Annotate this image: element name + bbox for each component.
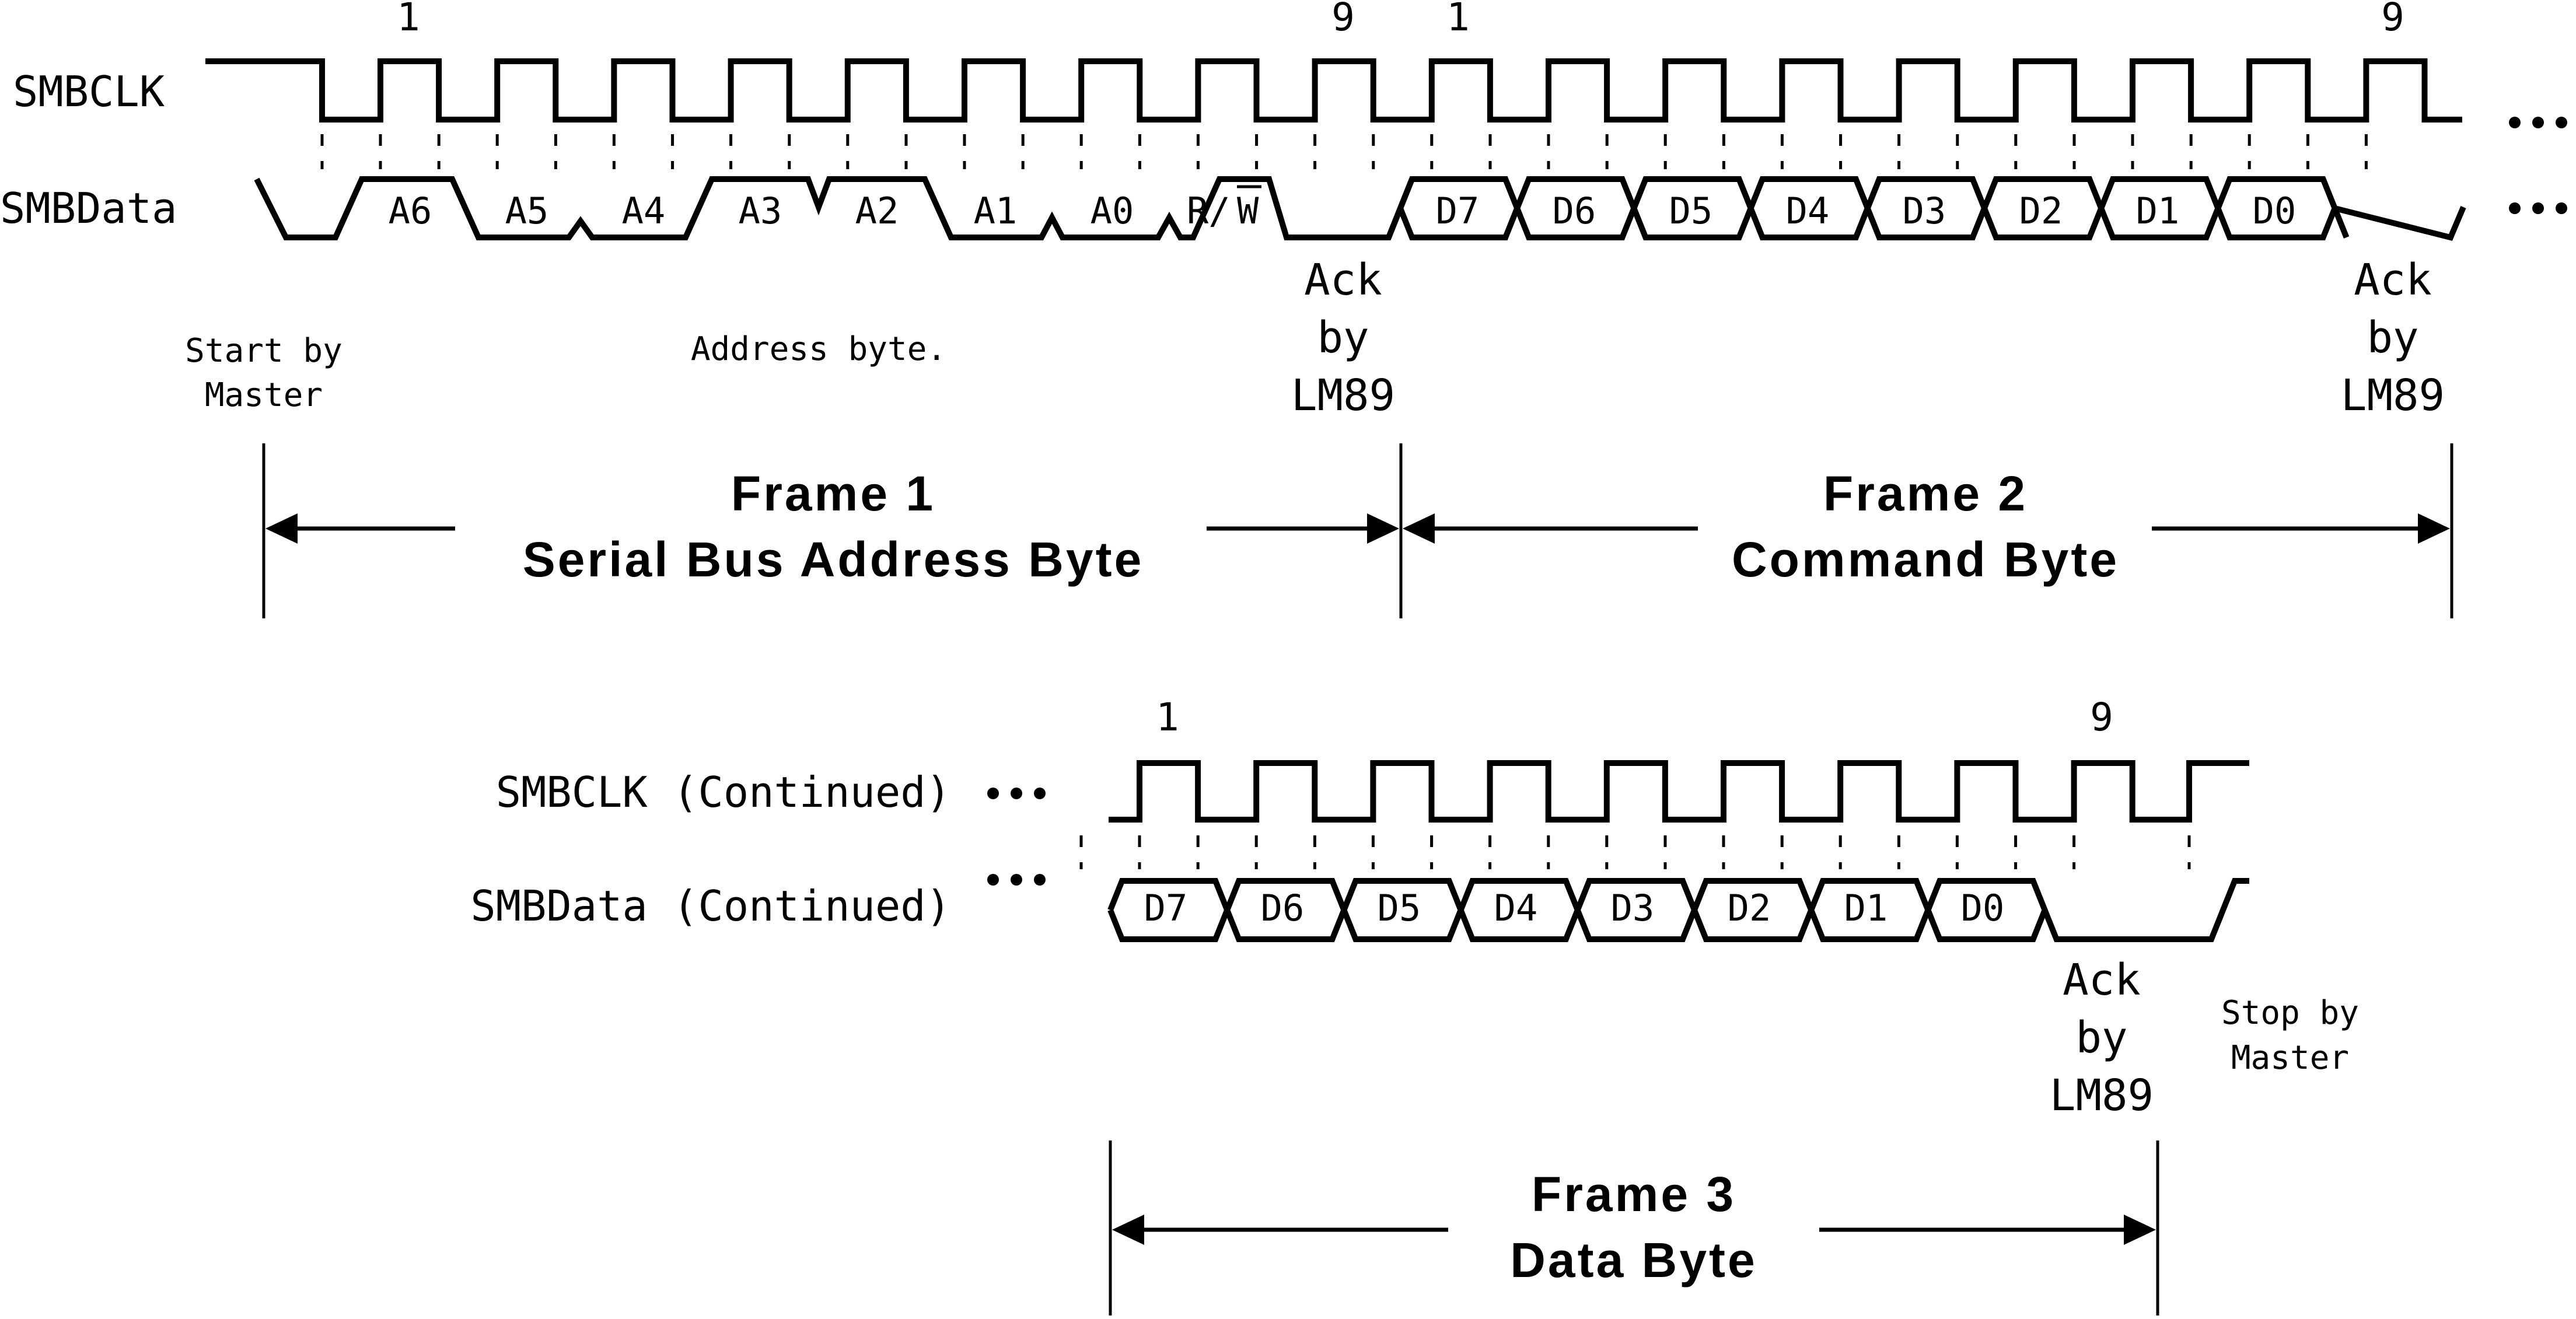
clock-number-1: 1 bbox=[1156, 695, 1179, 740]
data-bit-d3: D3 bbox=[1611, 887, 1655, 929]
data-bit-d0: D0 bbox=[1961, 887, 2005, 929]
frame-1-title: Frame 1 bbox=[731, 466, 935, 521]
smbclk-continued-waveform bbox=[1109, 760, 2249, 823]
ack-line-2: by bbox=[2075, 1013, 2127, 1063]
clock-number-1: 1 bbox=[397, 0, 420, 40]
data-bit-d6: D6 bbox=[1261, 887, 1305, 929]
frame-1-subtitle: Serial Bus Address Byte bbox=[523, 532, 1144, 587]
command-bit-d5: D5 bbox=[1669, 190, 1713, 232]
arrow-left-head bbox=[1403, 513, 1435, 544]
clock-number-9: 9 bbox=[2381, 0, 2404, 40]
frame-2-subtitle: Command Byte bbox=[1732, 532, 2119, 587]
address-bit-labels: A6 A5 A4 A3 A2 A1 A0 bbox=[389, 190, 1134, 232]
stop-line-2: Master bbox=[2231, 1039, 2349, 1077]
stop-line-1: Stop by bbox=[2221, 994, 2359, 1032]
continuation-ellipsis bbox=[987, 788, 1046, 799]
address-bit-a0: A0 bbox=[1090, 190, 1134, 232]
smbdata-continued-waveform bbox=[1107, 878, 2249, 942]
stop-annotation: Stop by Master bbox=[2221, 994, 2359, 1077]
frame-3-title: Frame 3 bbox=[1532, 1167, 1736, 1222]
command-bit-d4: D4 bbox=[1786, 190, 1830, 232]
rw-bit-r: R/ bbox=[1187, 190, 1231, 232]
clock-number-1: 1 bbox=[1446, 0, 1470, 40]
ack-line-2: by bbox=[1317, 313, 1369, 363]
frame-1-span-arrows bbox=[265, 513, 1399, 544]
rw-bit-w: W bbox=[1237, 190, 1259, 232]
address-bit-a3: A3 bbox=[739, 190, 782, 232]
data-bit-d2: D2 bbox=[1728, 887, 1771, 929]
address-bit-a2: A2 bbox=[855, 190, 899, 232]
frame-3-subtitle: Data Byte bbox=[1510, 1233, 1757, 1287]
rw-bit-label: R/ W bbox=[1187, 185, 1261, 232]
arrow-left-head bbox=[1112, 1215, 1144, 1245]
command-bit-d7: D7 bbox=[1436, 190, 1480, 232]
address-byte-annotation: Address byte. bbox=[691, 330, 946, 368]
start-line-2: Master bbox=[205, 376, 323, 414]
command-bit-labels: D7 D6 D5 D4 D3 D2 D1 D0 bbox=[1436, 190, 2297, 232]
arrow-right-head bbox=[1367, 513, 1399, 544]
data-bit-labels: D7 D6 D5 D4 D3 D2 D1 D0 bbox=[1144, 887, 2005, 929]
ack-line-2: by bbox=[2367, 313, 2418, 363]
ack-line-3: LM89 bbox=[2050, 1070, 2154, 1121]
arrow-right-head bbox=[2418, 513, 2450, 544]
continuation-ellipsis bbox=[2509, 117, 2567, 128]
continuation-ellipsis bbox=[2509, 202, 2567, 214]
smbdata-label: SMBData bbox=[0, 184, 177, 233]
address-bit-a1: A1 bbox=[974, 190, 1018, 232]
ack-line-1: Ack bbox=[2063, 955, 2141, 1005]
data-bit-d1: D1 bbox=[1844, 887, 1888, 929]
data-bit-d7: D7 bbox=[1144, 887, 1188, 929]
smbclk-waveform bbox=[205, 58, 2462, 123]
command-bit-d1: D1 bbox=[2136, 190, 2180, 232]
smbdata-waveform-lower bbox=[1386, 178, 2466, 241]
command-bit-d6: D6 bbox=[1553, 190, 1596, 232]
frame-2-title: Frame 2 bbox=[1823, 466, 2028, 521]
smbdata-waveform bbox=[254, 176, 2350, 240]
ack-annotation: Ack by LM89 bbox=[2050, 955, 2154, 1121]
data-bit-d5: D5 bbox=[1378, 887, 1421, 929]
command-bit-d0: D0 bbox=[2253, 190, 2297, 232]
clock-edge-markers bbox=[320, 134, 2368, 869]
start-annotation: Start by Master bbox=[185, 332, 342, 414]
ack-line-1: Ack bbox=[2354, 255, 2432, 305]
address-bit-a4: A4 bbox=[622, 190, 666, 232]
ack-line-3: LM89 bbox=[1291, 370, 1395, 421]
data-bit-d4: D4 bbox=[1494, 887, 1538, 929]
command-bit-d2: D2 bbox=[2019, 190, 2063, 232]
continuation-ellipsis bbox=[987, 874, 1046, 886]
arrow-left-head bbox=[265, 513, 298, 544]
ack-line-1: Ack bbox=[1304, 255, 1382, 305]
smbdata-continued-label: SMBData (Continued) bbox=[470, 881, 951, 930]
frame-3-span-arrows bbox=[1112, 1215, 2156, 1245]
ack-line-3: LM89 bbox=[2341, 370, 2445, 421]
smbclk-label: SMBCLK bbox=[13, 67, 165, 116]
clock-number-9: 9 bbox=[2090, 695, 2113, 740]
smbclk-continued-label: SMBCLK (Continued) bbox=[496, 768, 951, 817]
start-line-1: Start by bbox=[185, 332, 342, 370]
ack-annotation: Ack by LM89 bbox=[2341, 255, 2445, 421]
address-bit-a5: A5 bbox=[505, 190, 549, 232]
arrow-right-head bbox=[2124, 1215, 2156, 1245]
ack-annotation: Ack by LM89 bbox=[1291, 255, 1395, 421]
clock-number-9: 9 bbox=[1331, 0, 1355, 40]
command-bit-d3: D3 bbox=[1903, 190, 1946, 232]
frame-2-span-arrows bbox=[1403, 513, 2450, 544]
address-bit-a6: A6 bbox=[389, 190, 432, 232]
